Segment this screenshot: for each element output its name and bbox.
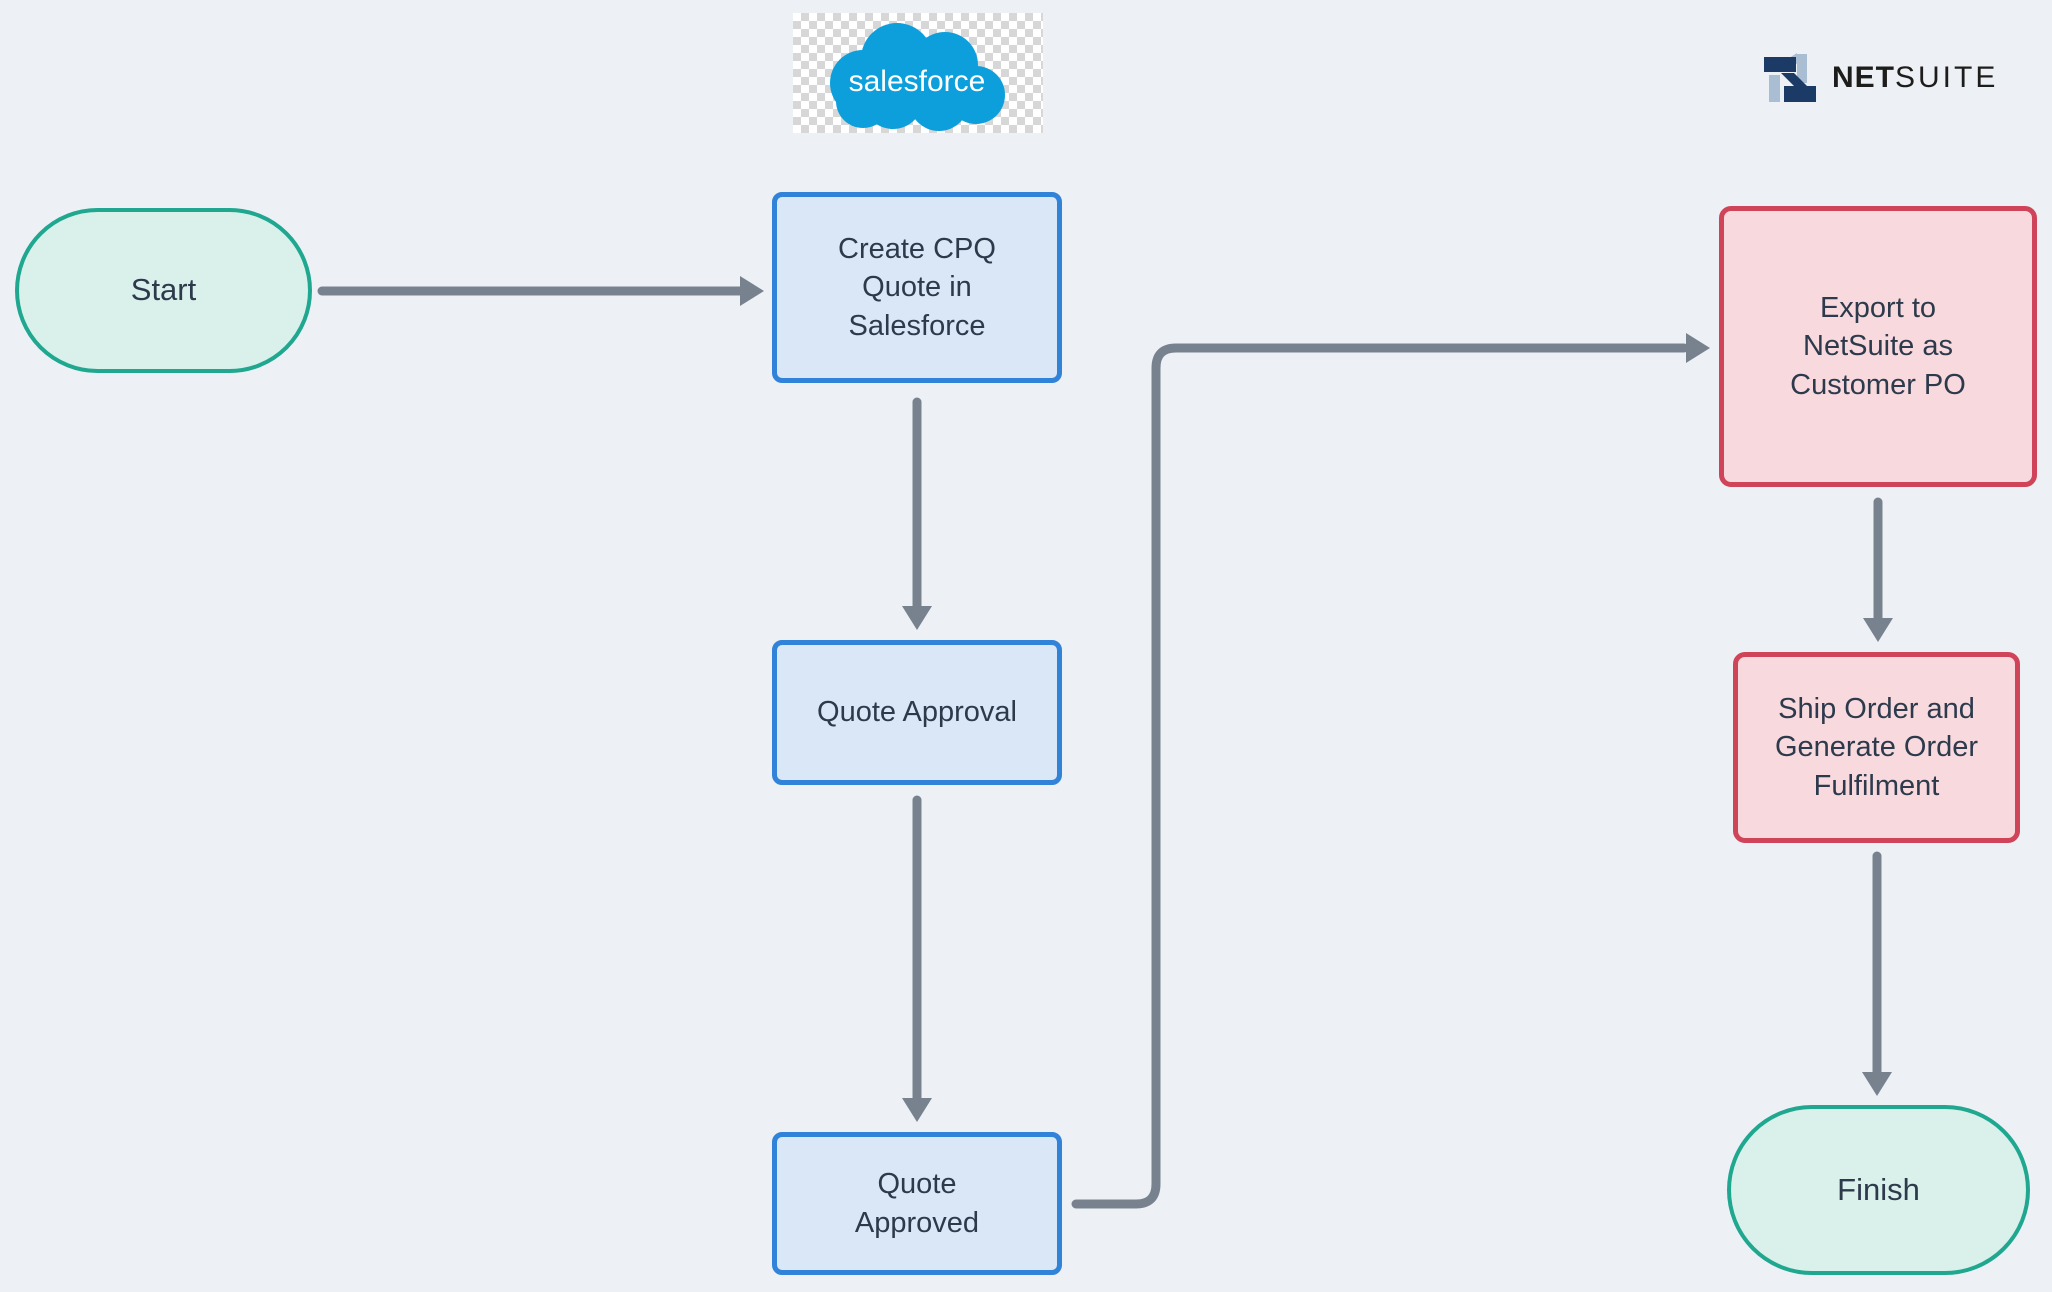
netsuite-mark-icon: [1764, 53, 1816, 102]
netsuite-wordmark-suite: SUITE: [1895, 60, 1999, 94]
node-finish-label: Finish: [1837, 1171, 1920, 1207]
netsuite-logo: NETSUITE: [1764, 52, 1998, 103]
node-quote-approved-label: Quote Approved: [854, 1168, 980, 1239]
node-start: Start: [15, 208, 312, 373]
salesforce-wordmark: salesforce: [849, 65, 986, 98]
node-create-cpq-quote: Create CPQ Quote in Salesforce: [772, 192, 1062, 383]
arrow-start-to-create-cpq: [317, 276, 764, 306]
arrow-quote-approved-to-export: [1071, 333, 1710, 1209]
node-create-cpq-quote-label: Create CPQ Quote in Salesforce: [838, 233, 996, 342]
node-finish: Finish: [1727, 1105, 2030, 1275]
arrow-quote-approval-to-quote-approved: [902, 795, 932, 1122]
salesforce-cloud-icon: salesforce: [830, 23, 1005, 131]
node-ship-order: Ship Order and Generate Order Fulfilment: [1733, 652, 2020, 843]
salesforce-logo: salesforce: [793, 13, 1043, 133]
netsuite-wordmark-net: NET: [1832, 60, 1895, 94]
node-quote-approval-label: Quote Approval: [817, 696, 1017, 729]
node-ship-order-label: Ship Order and Generate Order Fulfilment: [1774, 693, 1979, 802]
node-quote-approved: Quote Approved: [772, 1132, 1062, 1275]
arrow-create-cpq-to-quote-approval: [902, 397, 932, 630]
netsuite-wordmark: NETSUITE: [1832, 61, 1998, 95]
arrow-ship-order-to-finish: [1862, 851, 1892, 1096]
node-export-to-netsuite: Export to NetSuite as Customer PO: [1719, 206, 2037, 487]
node-start-label: Start: [130, 272, 197, 308]
arrow-export-to-ship-order: [1863, 497, 1893, 642]
node-quote-approval: Quote Approval: [772, 640, 1062, 785]
node-export-to-netsuite-label: Export to NetSuite as Customer PO: [1790, 292, 1966, 401]
